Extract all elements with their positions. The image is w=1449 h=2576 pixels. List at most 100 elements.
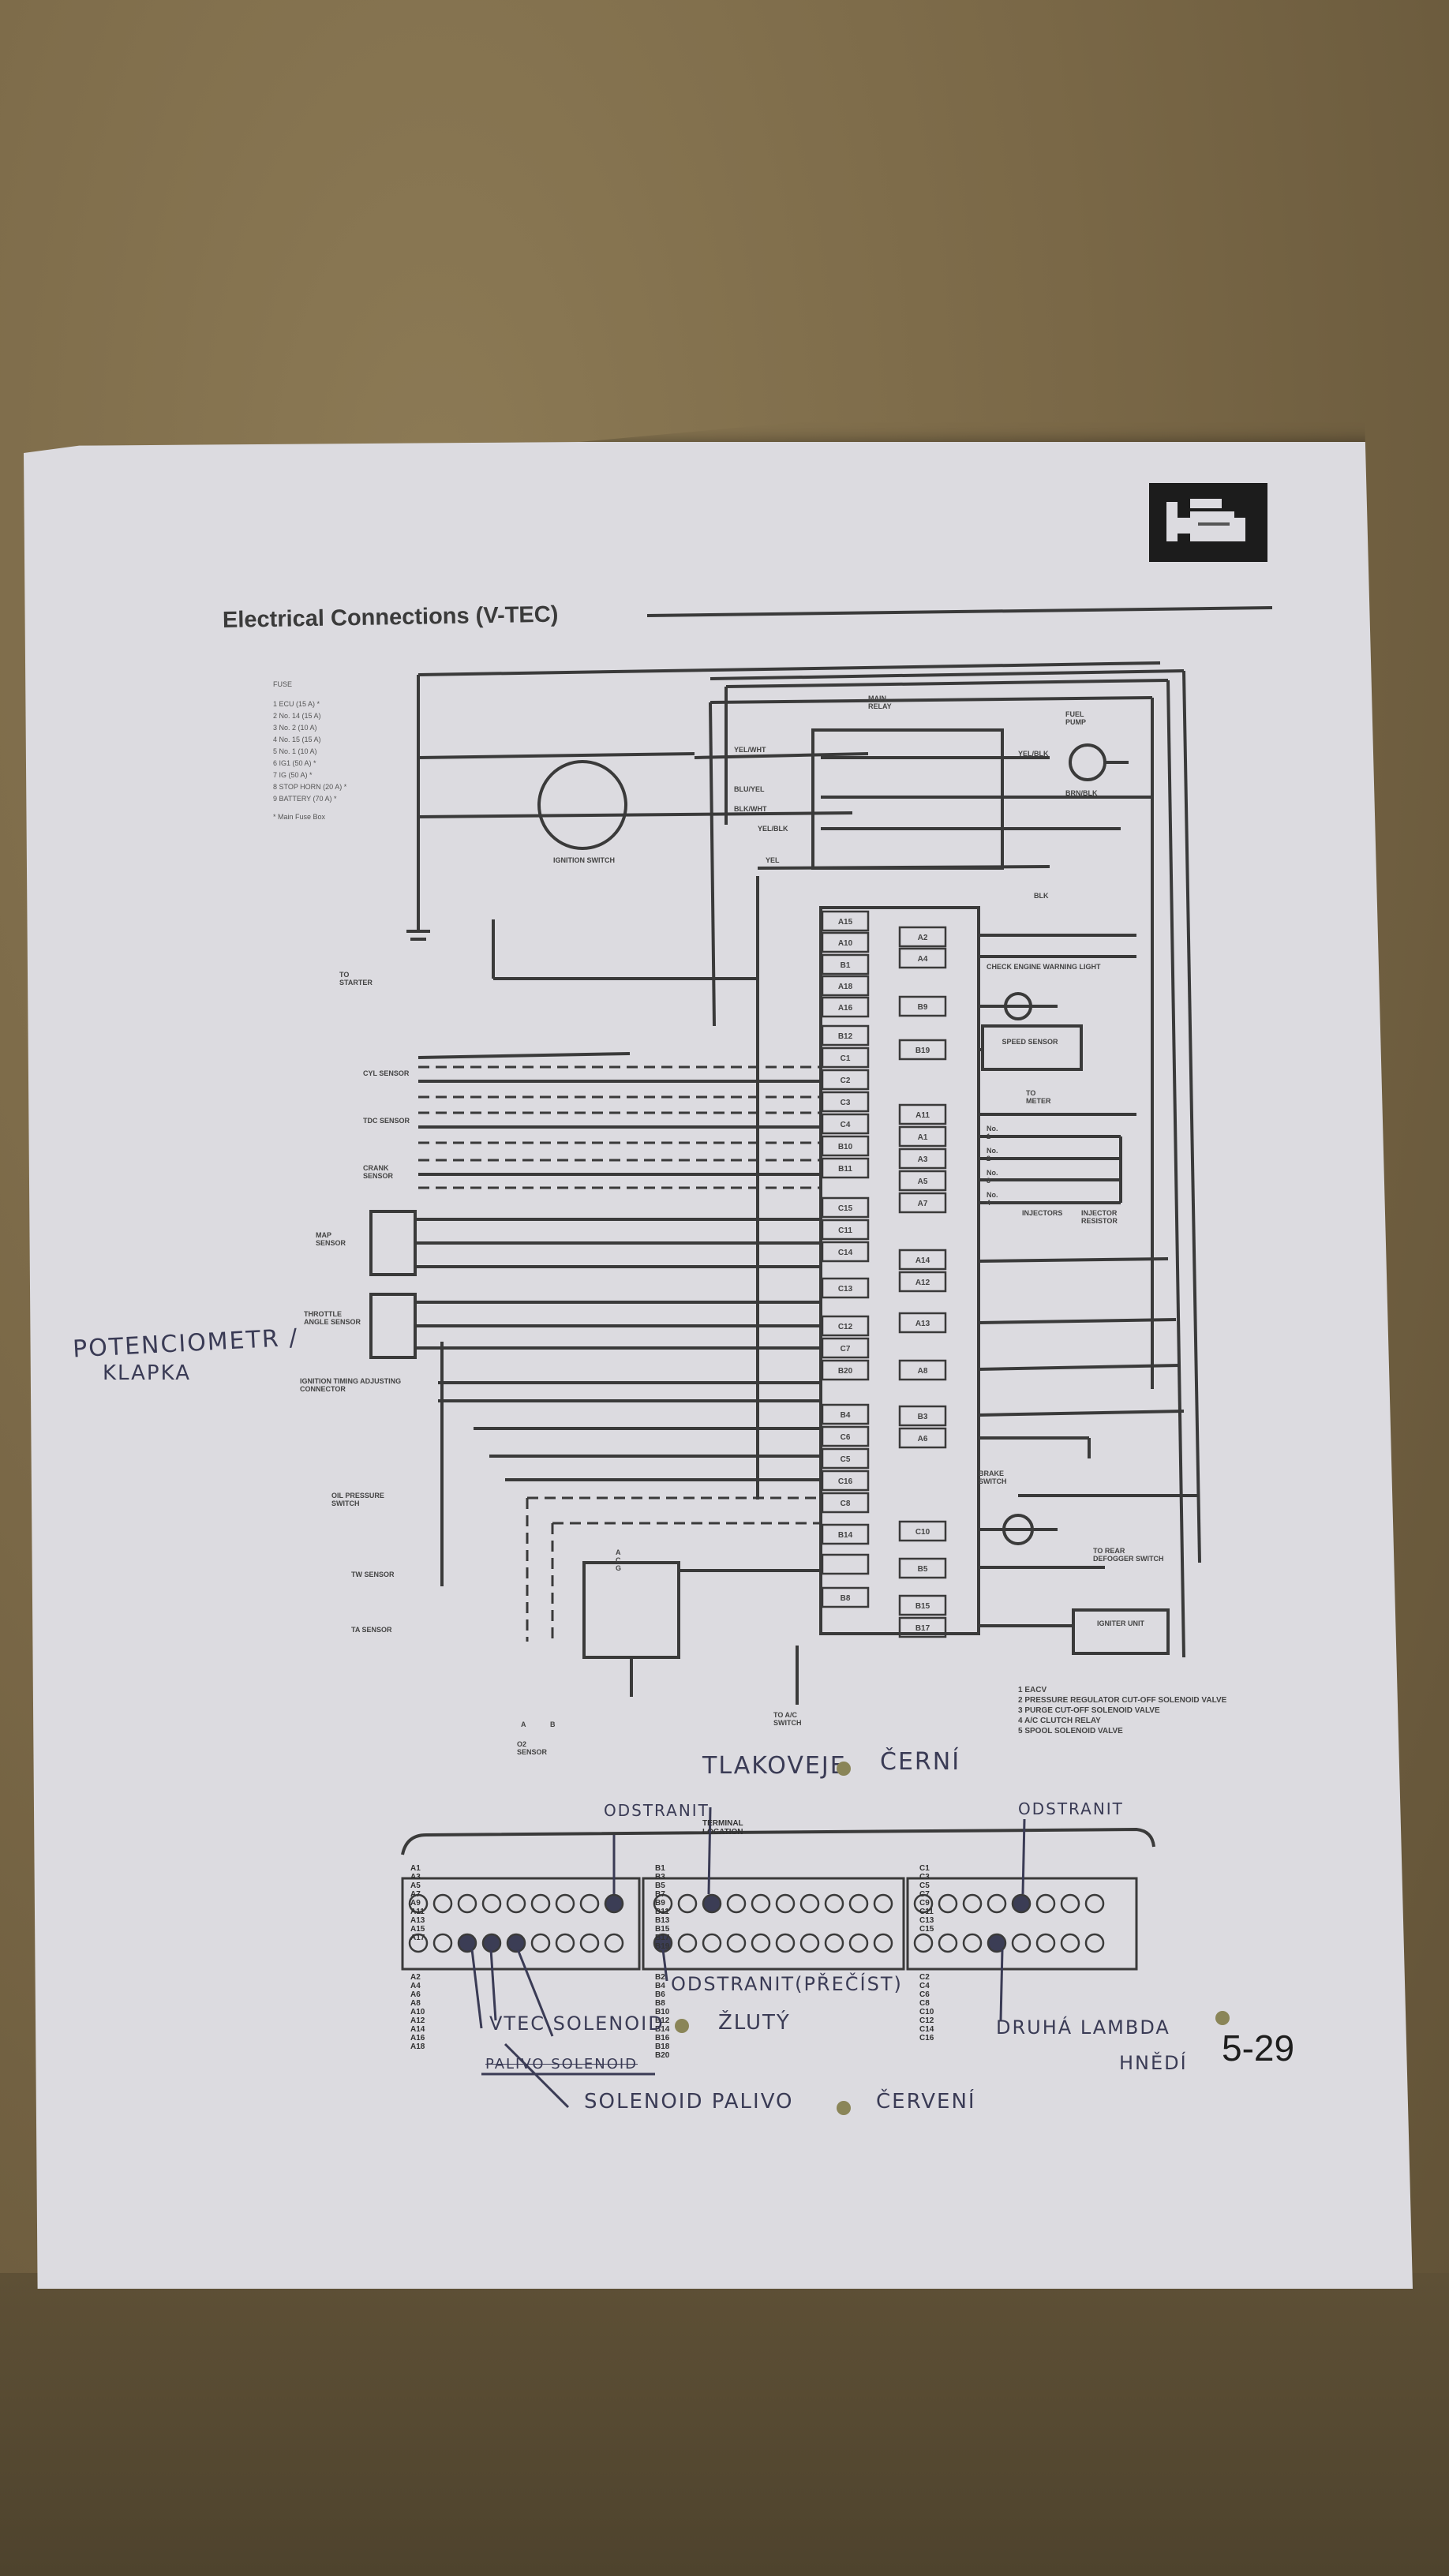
pin-a13 — [555, 1893, 575, 1914]
pin-c10 — [1011, 1933, 1032, 1953]
ecu-terminal-box — [898, 1103, 947, 1125]
to-meter-label: TO METER — [1026, 1089, 1051, 1105]
ecu-terminal-label: A7 — [918, 1200, 928, 1208]
pin-b11 — [775, 1893, 796, 1914]
pin-c16 — [1084, 1933, 1105, 1953]
terminal-location-heading: TERMINAL LOCATION — [702, 1819, 743, 1837]
ecu-terminal-box — [821, 1492, 870, 1514]
solenoid-legend-item: 4 A/C CLUTCH RELAY — [1018, 1717, 1101, 1725]
carpet-background-bottom — [0, 2273, 1449, 2576]
ecu-terminal-box — [821, 1196, 870, 1219]
fuse-item: 8 STOP HORN (20 A) * — [273, 783, 347, 791]
note-cerny: ČERNÍ — [880, 1748, 961, 1776]
ecu-terminal-box — [898, 1312, 947, 1334]
main-relay-label: MAIN RELAY — [868, 695, 892, 710]
ecu-terminal-box — [821, 1359, 870, 1381]
pin-b12 — [775, 1933, 796, 1953]
marker-dot — [837, 1762, 851, 1776]
paper-sheet — [24, 442, 1413, 2289]
pin-a15 — [579, 1893, 600, 1914]
pin-b13 — [799, 1893, 820, 1914]
ecu-terminal-label: C15 — [838, 1204, 853, 1213]
ecu-terminal-box — [821, 1586, 870, 1608]
pin-b1 — [653, 1893, 673, 1914]
ecu-terminal-box — [898, 1557, 947, 1579]
pin-b9 — [751, 1893, 771, 1914]
fuse-item: 6 IG1 (50 A) * — [273, 759, 316, 767]
ecu-terminal-box — [821, 1523, 870, 1545]
to-rear-defogger-label: TO REAR DEFOGGER SWITCH — [1093, 1547, 1164, 1563]
ecu-terminal-label: A4 — [918, 955, 928, 964]
pin-a18 — [604, 1933, 624, 1953]
pin-a12 — [530, 1933, 551, 1953]
ecu-terminal-box — [821, 1024, 870, 1046]
check-engine-label: CHECK ENGINE WARNING LIGHT — [987, 963, 1101, 971]
ecu-terminal-box — [821, 1091, 870, 1113]
pin-a8 — [481, 1933, 502, 1953]
ecu-terminal-label: C12 — [838, 1323, 853, 1331]
note-solenoid-palivo: SOLENOID PALIVO — [584, 2090, 794, 2114]
tdc-sensor-label: TDC SENSOR — [363, 1117, 410, 1125]
fuel-pump-label: FUEL PUMP — [1065, 710, 1087, 726]
map-sensor-label: MAP SENSOR — [316, 1231, 346, 1247]
pin-b17 — [848, 1893, 869, 1914]
fuse-legend: FUSE 1 ECU (15 A) * 2 No. 14 (15 A) 3 No… — [273, 679, 346, 823]
ecu-terminal-box — [898, 995, 947, 1017]
ecu-terminal-box — [898, 1405, 947, 1427]
injector-no2-label: No. 2 — [987, 1147, 998, 1163]
fuse-item: 4 No. 15 (15 A) — [273, 736, 321, 743]
pin-b6 — [702, 1933, 722, 1953]
ecu-terminal-label: B19 — [915, 1046, 930, 1055]
ecu-terminal-box — [821, 931, 870, 953]
wire-color-label: YEL/BLK — [758, 825, 788, 833]
note-struck: PALIVO SOLENOID — [485, 2056, 638, 2072]
fuse-item: 3 No. 2 (10 A) — [273, 724, 317, 732]
ecu-terminal-label: B5 — [918, 1565, 928, 1574]
o2-a-label: A — [521, 1720, 526, 1728]
page-number: 5-29 — [1222, 2027, 1295, 2069]
marker-dot — [1215, 2011, 1230, 2025]
note-odstranit-left: ODSTRANIT — [604, 1801, 710, 1820]
ecu-terminal-box — [898, 1039, 947, 1061]
brake-switch-label: BRAKE SWITCH — [979, 1470, 1007, 1485]
terminal-pins — [408, 1893, 1105, 1953]
wire-color-label: BLK — [1034, 892, 1049, 900]
ecu-terminal-box — [898, 1148, 947, 1170]
ecu-terminal-box — [898, 947, 947, 969]
marker-dot — [675, 2019, 689, 2033]
injector-no3-label: No. 3 — [987, 1169, 998, 1185]
pin-c4 — [938, 1933, 958, 1953]
ecu-terminal-label: B15 — [915, 1602, 930, 1611]
ecu-terminal-label: C3 — [841, 1099, 851, 1107]
ecu-terminal-box — [821, 1470, 870, 1492]
ecu-terminal-box — [821, 1277, 870, 1299]
ecu-terminal-label: C8 — [841, 1500, 851, 1508]
ecu-terminal-box — [898, 1249, 947, 1271]
ecu-terminal-label: A18 — [838, 983, 853, 991]
ecu-terminal-box — [898, 1594, 947, 1616]
a-top-labels: A1 A3 A5 A7 A9 A11 A13 A15 A17 — [410, 1864, 425, 1942]
pin-b5 — [702, 1893, 722, 1914]
fuse-legend-heading: FUSE — [273, 680, 293, 688]
marker-dot — [837, 2101, 851, 2115]
fuse-item: 2 No. 14 (15 A) — [273, 712, 321, 720]
ecu-terminal-label: B17 — [915, 1624, 930, 1633]
pin-a7 — [481, 1893, 502, 1914]
pin-c9 — [1011, 1893, 1032, 1914]
pin-c12 — [1035, 1933, 1056, 1953]
to-starter-label: TO STARTER — [339, 971, 373, 987]
tw-sensor-label: TW SENSOR — [351, 1571, 395, 1578]
pin-a6 — [457, 1933, 477, 1953]
pin-c2 — [913, 1933, 934, 1953]
ecu-terminal-box — [821, 1447, 870, 1470]
note-zluty: ŽLUTÝ — [718, 2011, 791, 2035]
note-tlakoveje: TLAKOVEJE — [702, 1752, 847, 1780]
b-bottom-labels: B2 B4 B6 B8 B10 B12 B14 B16 B18 B20 — [655, 1973, 670, 2060]
ecu-terminal-label: B10 — [838, 1143, 853, 1151]
injectors-label: INJECTORS — [1022, 1209, 1063, 1217]
ecu-terminal-label: A15 — [838, 918, 853, 927]
ecu-terminal-label: C13 — [838, 1285, 853, 1294]
pin-a16 — [579, 1933, 600, 1953]
pin-c11 — [1035, 1893, 1056, 1914]
ecu-terminal-box — [821, 1046, 870, 1069]
